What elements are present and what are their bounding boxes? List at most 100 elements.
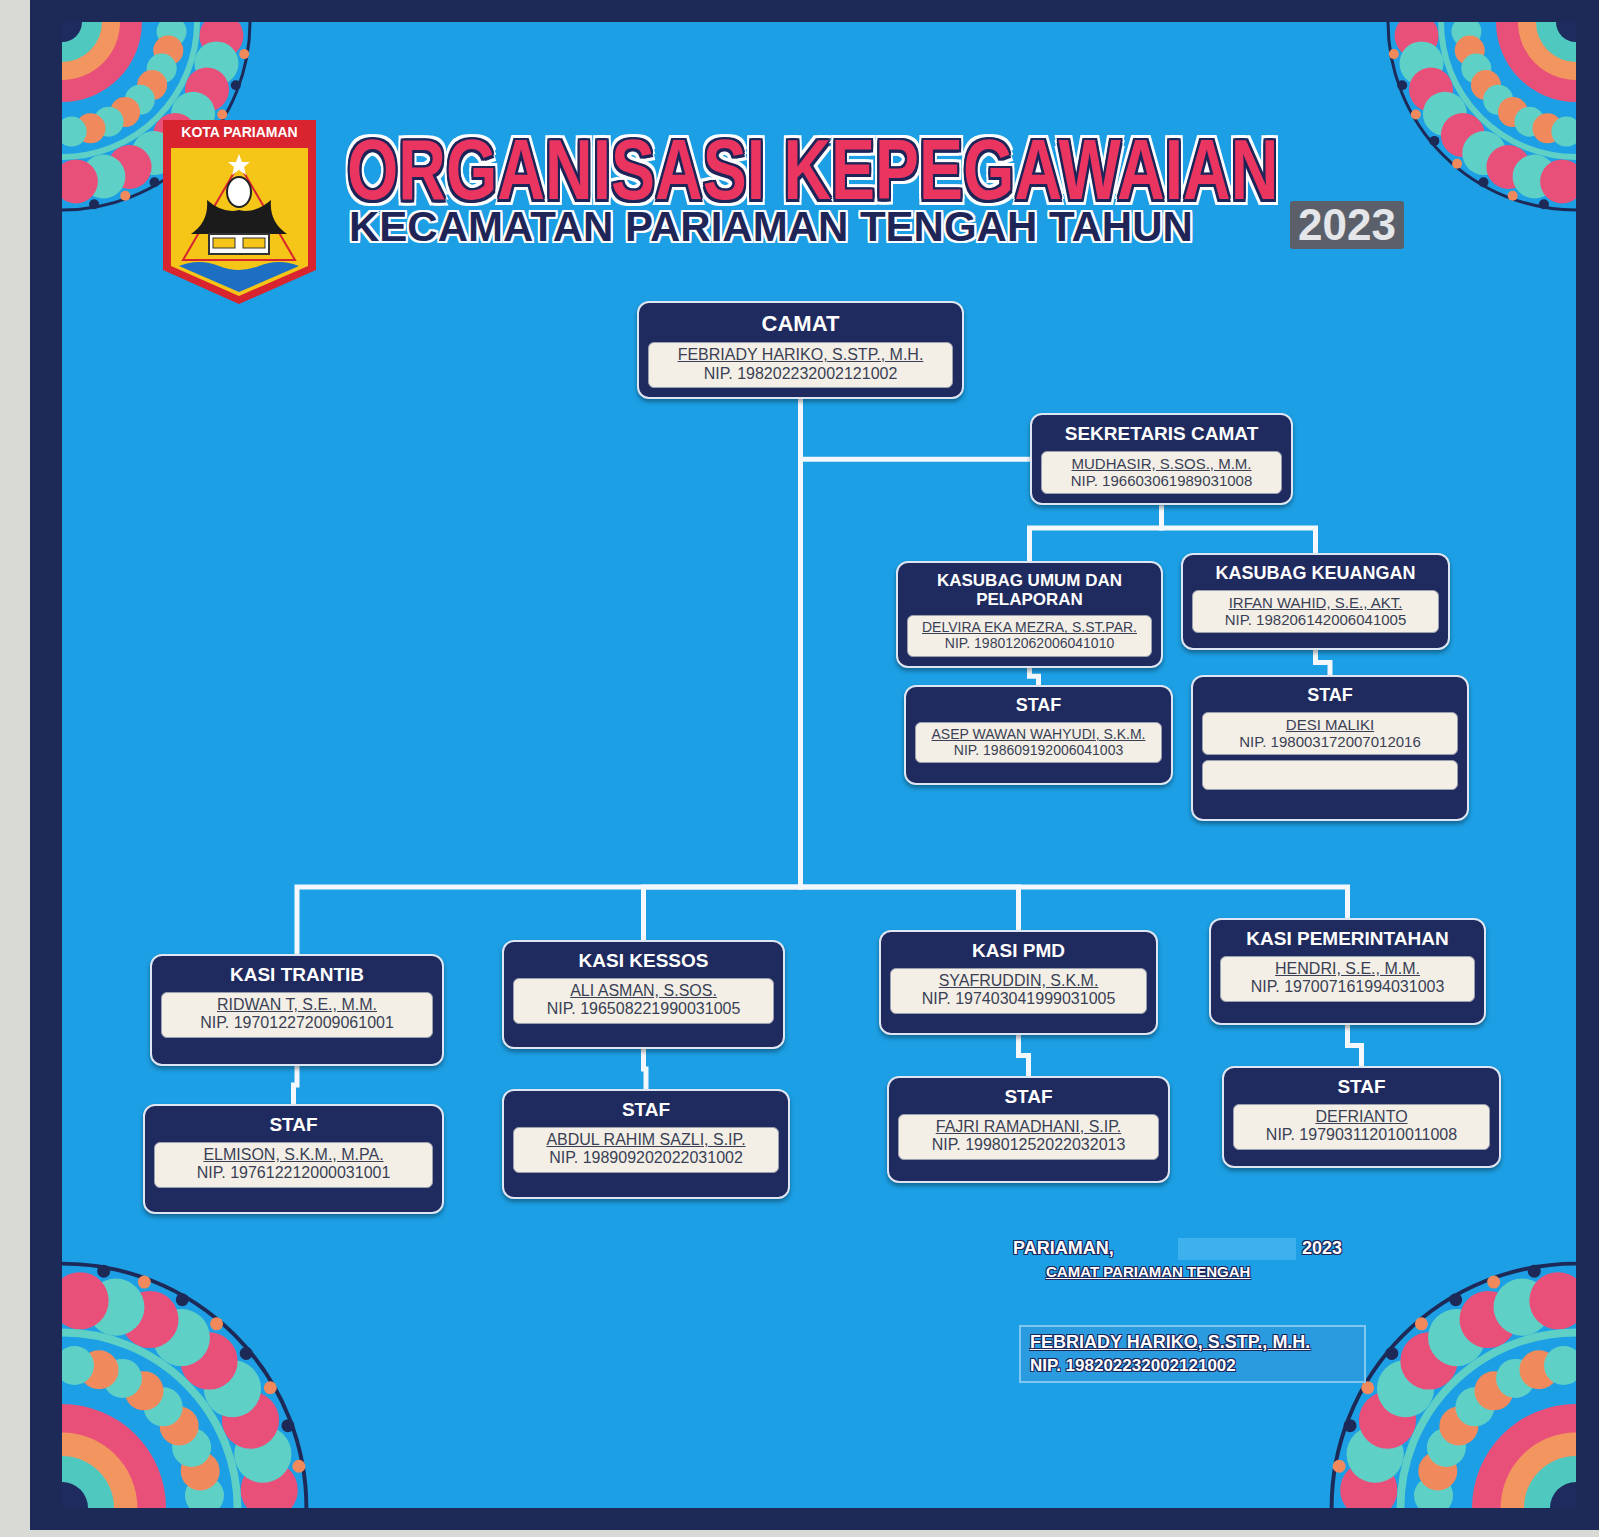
person-name: DEFRIANTO	[1240, 1108, 1483, 1126]
org-box: STAF FAJRI RAMADHANI, S.IP.NIP. 199801252…	[887, 1076, 1170, 1183]
box-heading: STAF	[1233, 1077, 1490, 1098]
name-panel: DESI MALIKINIP. 198003172007012016	[1202, 712, 1458, 756]
person-name: DESI MALIKI	[1209, 716, 1451, 733]
person-nip: NIP. 197903112010011008	[1240, 1126, 1483, 1144]
name-panel: ASEP WAWAN WAHYUDI, S.K.M.NIP. 198609192…	[915, 722, 1162, 763]
corner-ornament	[62, 1264, 306, 1508]
org-connector	[801, 399, 1348, 918]
name-panel: DELVIRA EKA MEZRA, S.ST.PAR.NIP. 1980120…	[907, 615, 1152, 656]
signature-nip: NIP. 198202232002121002	[1030, 1355, 1236, 1377]
emblem-waves	[179, 262, 299, 292]
date-field	[1178, 1238, 1296, 1260]
box-heading: KASI PMD	[890, 941, 1147, 962]
title-text: ORGANISASI KEPEGAWAIAN	[347, 124, 1278, 215]
name-panel: RIDWAN T, S.E., M.M.NIP. 197012272009061…	[161, 992, 433, 1038]
name-panel: ABDUL RAHIM SAZLI, S.IP.NIP. 19890920202…	[513, 1127, 779, 1173]
emblem-shield	[163, 120, 316, 304]
person-nip: NIP. 197007161994031003	[1227, 978, 1468, 996]
org-box: STAF DESI MALIKINIP. 198003172007012016	[1191, 675, 1469, 821]
org-connector	[644, 1049, 647, 1089]
person-name: ABDUL RAHIM SAZLI, S.IP.	[520, 1131, 772, 1149]
signature-year: 2023	[1302, 1237, 1342, 1259]
corner-ornament	[1332, 1264, 1576, 1508]
person-nip: NIP. 198202232002121002	[655, 365, 946, 383]
org-box: STAF ABDUL RAHIM SAZLI, S.IP.NIP. 1989092…	[502, 1089, 790, 1199]
org-box: STAF ELMISON, S.K.M., M.PA.NIP. 197612212…	[143, 1104, 444, 1214]
org-connector	[1348, 1025, 1362, 1066]
person-nip: NIP. 197403041999031005	[897, 990, 1140, 1008]
person-name: FEBRIADY HARIKO, S.STP., M.H.	[655, 346, 946, 364]
name-panel: HENDRI, S.E., M.M.NIP. 19700716199403100…	[1220, 956, 1475, 1002]
org-connector	[1030, 668, 1039, 685]
person-nip: NIP. 198012062006041010	[914, 635, 1145, 651]
emblem-roof	[191, 200, 287, 234]
org-connector	[297, 399, 801, 954]
org-connector	[294, 1066, 298, 1104]
person-name: ASEP WAWAN WAHYUDI, S.K.M.	[922, 726, 1155, 742]
board-ground	[62, 22, 1576, 1508]
person-name: ELMISON, S.K.M., M.PA.	[161, 1146, 426, 1164]
box-heading: KASUBAG UMUM DAN PELAPORAN	[907, 572, 1152, 609]
name-panel: SYAFRUDDIN, S.K.M.NIP. 19740304199903100…	[890, 968, 1147, 1014]
subtitle: KECAMATAN PARIAMAN TENGAH TAHUN	[349, 203, 1193, 251]
org-connector	[801, 399, 1031, 459]
emblem-star	[228, 154, 250, 175]
org-box: KASI PEMERINTAHAN HENDRI, S.E., M.M.NIP. …	[1209, 918, 1486, 1025]
org-box: KASUBAG KEUANGAN IRFAN WAHID, S.E., AKT.N…	[1181, 553, 1450, 650]
signature-office: CAMAT PARIAMAN TENGAH	[1046, 1262, 1250, 1282]
box-heading: KASI KESSOS	[513, 951, 774, 972]
emblem-house	[209, 234, 269, 254]
person-name: DELVIRA EKA MEZRA, S.ST.PAR.	[914, 619, 1145, 635]
person-name: SYAFRUDDIN, S.K.M.	[897, 972, 1140, 990]
emblem-dome	[227, 177, 251, 207]
org-box: KASI KESSOS ALI ASMAN, S.SOS.NIP. 1965082…	[502, 940, 785, 1049]
emblem-triangle	[183, 164, 295, 260]
org-connector	[1162, 505, 1316, 553]
org-box: KASUBAG UMUM DAN PELAPORAN DELVIRA EKA ME…	[896, 561, 1163, 668]
board-frame	[30, 0, 1599, 1530]
box-heading: STAF	[513, 1100, 779, 1121]
org-connector	[644, 399, 801, 940]
person-name: FAJRI RAMADHANI, S.IP.	[905, 1118, 1152, 1136]
person-nip: NIP. 196603061989031008	[1048, 472, 1275, 489]
name-panel: ELMISON, S.K.M., M.PA.NIP. 1976122120000…	[154, 1142, 433, 1188]
person-nip: NIP. 198206142006041005	[1199, 611, 1432, 628]
emblem-caption: KOTA PARIAMAN	[166, 123, 313, 141]
year-badge: 2023	[1290, 201, 1404, 249]
org-box: KASI PMD SYAFRUDDIN, S.K.M.NIP. 197403041…	[879, 930, 1158, 1035]
box-heading: STAF	[915, 696, 1162, 716]
city-emblem	[163, 120, 316, 304]
box-heading: KASI TRANTIB	[161, 965, 433, 986]
person-nip: NIP. 198909202022031002	[520, 1149, 772, 1167]
org-box: STAF DEFRIANTONIP. 197903112010011008	[1222, 1066, 1501, 1168]
name-panel: MUDHASIR, S.SOS., M.M.NIP. 1966030619890…	[1041, 451, 1282, 495]
signature-panel	[1020, 1326, 1365, 1382]
box-heading: KASUBAG KEUANGAN	[1192, 564, 1439, 584]
org-connector	[1316, 650, 1331, 675]
box-heading: STAF	[898, 1087, 1159, 1108]
org-box: CAMATFEBRIADY HARIKO, S.STP., M.H.NIP. 1…	[637, 301, 964, 399]
ornaments	[62, 22, 1576, 1508]
person-nip: NIP. 198003172007012016	[1209, 733, 1451, 750]
person-name: MUDHASIR, S.SOS., M.M.	[1048, 455, 1275, 472]
org-connector	[1019, 1035, 1029, 1076]
box-heading: STAF	[154, 1115, 433, 1136]
emblem-window	[213, 238, 235, 248]
emblem-field	[171, 148, 308, 296]
person-nip: NIP. 198609192006041003	[922, 742, 1155, 758]
name-panel: IRFAN WAHID, S.E., AKT.NIP. 198206142006…	[1192, 590, 1439, 634]
box-heading: KASI PEMERINTAHAN	[1220, 929, 1475, 950]
blank-panel	[1202, 760, 1458, 790]
name-panel: FEBRIADY HARIKO, S.STP., M.H.NIP. 198202…	[648, 342, 953, 388]
org-box: SEKRETARIS CAMATMUDHASIR, S.SOS., M.M.NI…	[1030, 413, 1293, 505]
name-panel: ALI ASMAN, S.SOS.NIP. 196508221990031005	[513, 978, 774, 1024]
person-name: ALI ASMAN, S.SOS.	[520, 982, 767, 1000]
name-panel: FAJRI RAMADHANI, S.IP.NIP. 1998012520220…	[898, 1114, 1159, 1160]
org-connector	[1030, 505, 1162, 561]
box-heading: STAF	[1202, 686, 1458, 706]
person-nip: NIP. 196508221990031005	[520, 1000, 767, 1018]
person-nip: NIP. 199801252022032013	[905, 1136, 1152, 1154]
person-nip: NIP. 197012272009061001	[168, 1014, 426, 1032]
signature-place: PARIAMAN,	[1013, 1237, 1114, 1259]
